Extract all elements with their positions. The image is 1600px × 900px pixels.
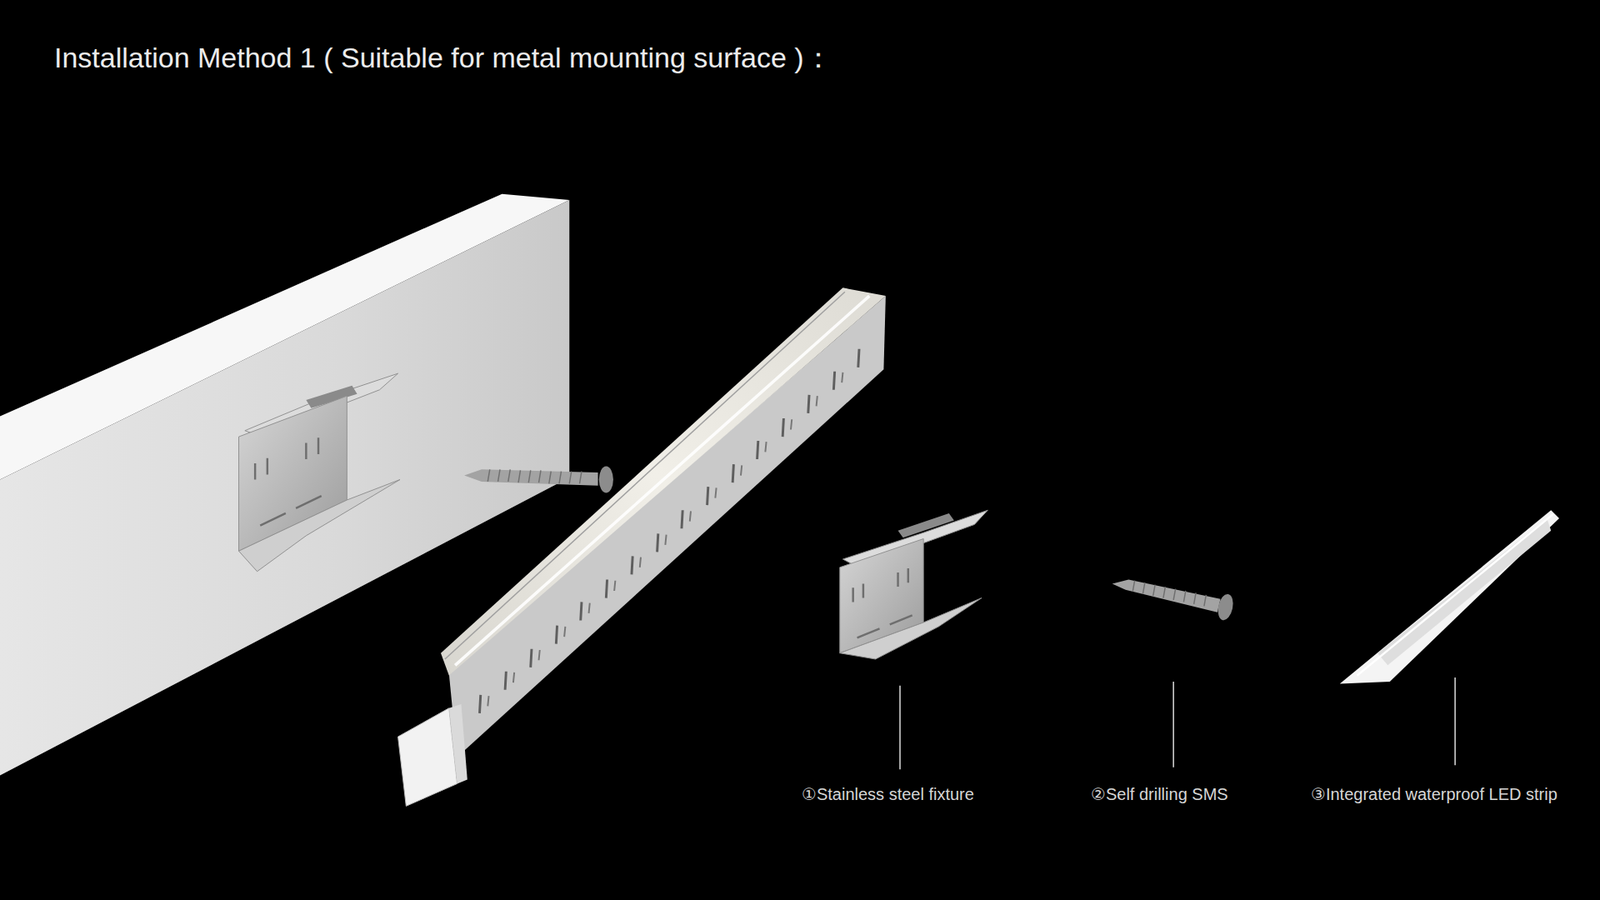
leader-lines (900, 677, 1455, 770)
part-label: ①Stainless steel fixture (801, 784, 975, 805)
leader-line (1454, 677, 1456, 765)
part-label: ③Integrated waterproof LED strip (1310, 784, 1558, 805)
stainless-steel-fixture (840, 510, 989, 660)
leader-line (899, 685, 901, 770)
self-drilling-sms (1112, 580, 1236, 622)
led-profile (398, 287, 886, 806)
part-label: ②Self drilling SMS (1090, 784, 1229, 805)
leader-line (1172, 681, 1175, 768)
self-drilling-screw (464, 466, 614, 494)
waterproof-led-strip (1340, 510, 1560, 684)
diagram-title: Installation Method 1 ( Suitable for met… (54, 40, 833, 75)
mounted-bracket (239, 373, 400, 572)
